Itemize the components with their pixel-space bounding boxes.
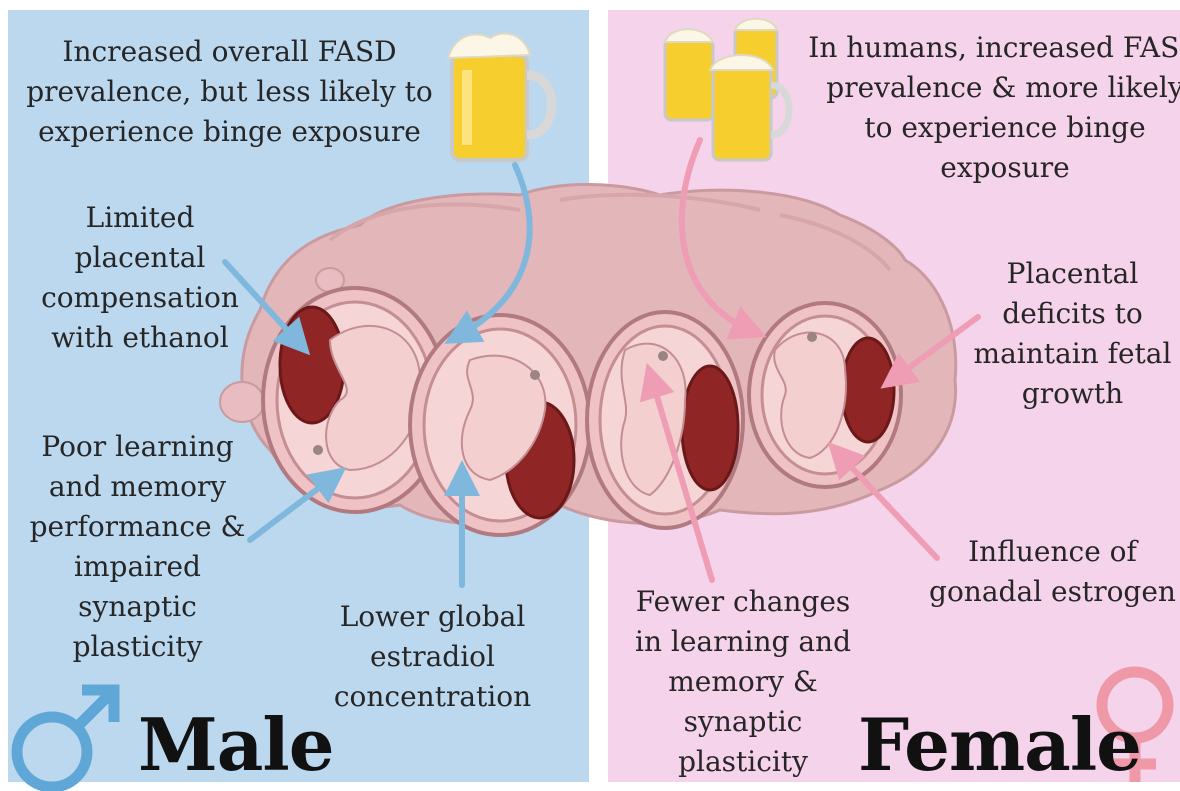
male-fasd-prevalence-label: Increased overall FASD prevalence, but l… bbox=[12, 32, 447, 152]
female-placental-deficits-label: Placental deficits to maintain fetal gro… bbox=[965, 254, 1180, 414]
male-heading: Male bbox=[138, 705, 334, 785]
female-estrogen-label: Influence of gonadal estrogen bbox=[925, 532, 1180, 612]
beer-mug-icon bbox=[448, 33, 552, 160]
fetus-sac-4 bbox=[749, 303, 901, 487]
male-estradiol-label: Lower global estradiol concentration bbox=[320, 597, 545, 717]
female-fasd-prevalence-label: In humans, increased FASD prevalence & m… bbox=[805, 28, 1180, 188]
beer-mugs-icon bbox=[665, 19, 789, 160]
placenta bbox=[682, 366, 738, 490]
female-heading: Female bbox=[858, 705, 1141, 785]
male-placental-compensation-label: Limited placental compensation with etha… bbox=[35, 198, 245, 358]
male-learning-memory-label: Poor learning and memory performance & i… bbox=[20, 427, 255, 667]
female-learning-memory-label: Fewer changes in learning and memory & s… bbox=[628, 582, 858, 782]
fetus-sac-2 bbox=[410, 315, 590, 535]
uterus-tip-left bbox=[220, 382, 264, 422]
male-symbol-icon bbox=[17, 690, 114, 787]
placenta bbox=[842, 338, 894, 442]
